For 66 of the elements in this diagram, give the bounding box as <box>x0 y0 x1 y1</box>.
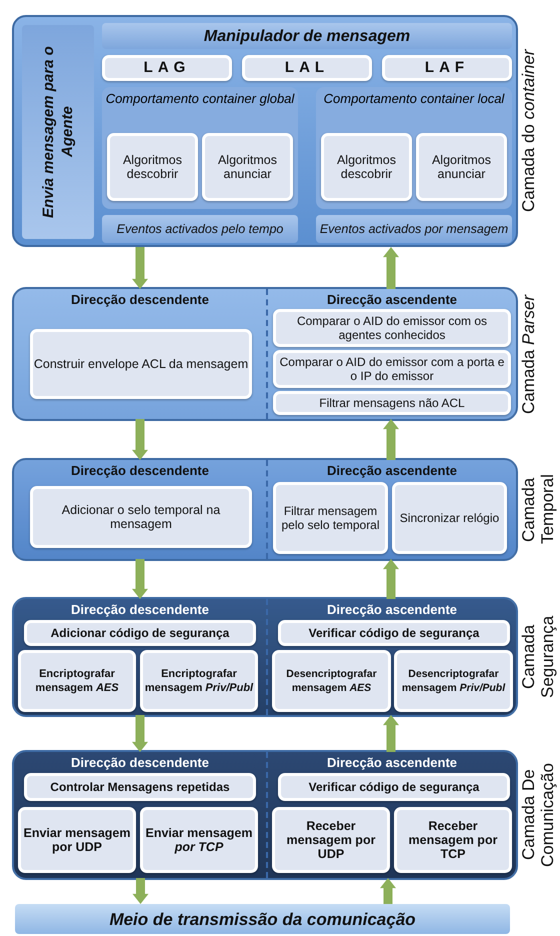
section-heading: Direcção ascendente <box>326 602 458 617</box>
label-bar: LAG <box>102 55 232 81</box>
process-box: Encriptografar mensagem AES <box>18 650 136 712</box>
process-box: Comparar o AID do emissor com os agentes conhecidos <box>273 309 511 347</box>
arrow <box>383 559 399 599</box>
layer-section <box>266 289 516 419</box>
group-panel <box>102 87 298 209</box>
label-bar: LAF <box>382 55 512 81</box>
header-bar: Manipulador de mensagem <box>102 23 512 49</box>
section-heading: Direcção ascendente <box>326 292 458 307</box>
arrow <box>132 247 148 289</box>
layer-label: Camada do container <box>519 48 539 214</box>
process-box: Verificar código de segurança <box>278 620 510 646</box>
arrow <box>380 878 396 904</box>
process-box: Algoritmos descobrir <box>321 133 412 201</box>
arrow <box>383 419 399 460</box>
section-heading: Direcção descendente <box>70 602 210 617</box>
layer-section <box>266 460 516 559</box>
process-box: Filtrar mensagem pelo selo temporal <box>273 482 388 554</box>
section-heading: Direcção ascendente <box>326 463 458 478</box>
process-box: Sincronizar relógio <box>392 482 507 554</box>
section-heading: Direcção descendente <box>70 755 210 770</box>
process-box: Adicionar código de segurança <box>24 620 256 646</box>
process-box: Enviar mensagem por UDP <box>18 807 136 873</box>
process-box: Algoritmos anunciar <box>202 133 293 201</box>
process-box: Encriptografar mensagem Priv/Publ <box>140 650 258 712</box>
process-box: Algoritmos anunciar <box>416 133 507 201</box>
side-bar: Envia mensagem para o Agente <box>22 25 94 239</box>
arrow <box>132 878 148 904</box>
process-box: Desencriptografar mensagem AES <box>272 650 391 712</box>
arrow <box>383 715 399 752</box>
process-box: Construir envelope ACL da mensagem <box>30 329 252 399</box>
layer-label: Camada Parser <box>519 293 539 416</box>
layer-section <box>14 289 266 419</box>
layer-section <box>14 752 266 878</box>
group-panel <box>316 87 512 209</box>
group-heading: Comportamento container global <box>104 91 296 107</box>
section-heading: Direcção descendente <box>70 463 210 478</box>
section-heading: Direcção descendente <box>70 292 210 307</box>
group-heading: Comportamento container local <box>322 91 506 107</box>
process-box: Desencriptografar mensagem Priv/Publ <box>394 650 513 712</box>
layer-section <box>14 599 266 715</box>
process-box: Controlar Mensagens repetidas <box>24 773 256 801</box>
layer-label: Camada Temporal <box>519 474 557 546</box>
arrow <box>132 419 148 460</box>
arrow <box>383 247 399 289</box>
medium-bar: Meio de transmissão da comunicação <box>15 904 510 934</box>
layer-section <box>266 752 516 878</box>
arrow <box>132 715 148 752</box>
process-box: Filtrar mensagens não ACL <box>273 391 511 415</box>
process-box: Receber mensagem por TCP <box>394 807 512 873</box>
layer-label: Camada Segurança <box>519 614 557 700</box>
process-box: Enviar mensagem por TCP <box>140 807 258 873</box>
process-box: Receber mensagem por UDP <box>272 807 390 873</box>
event-bar: Eventos activados pelo tempo <box>102 215 298 243</box>
section-heading: Direcção ascendente <box>326 755 458 770</box>
process-box: Adicionar o selo temporal na mensagem <box>30 486 252 548</box>
process-box: Verificar código de segurança <box>278 773 510 801</box>
event-bar: Eventos activados por mensagem <box>316 215 512 243</box>
arrow <box>132 559 148 599</box>
label-bar: LAL <box>242 55 372 81</box>
layer-section <box>14 460 266 559</box>
layer-section <box>266 599 516 715</box>
layer-label: Camada De Comunicação <box>519 762 557 869</box>
process-box: Comparar o AID do emissor com a porta e o IP do emissor <box>273 350 511 388</box>
process-box: Algoritmos descobrir <box>107 133 198 201</box>
